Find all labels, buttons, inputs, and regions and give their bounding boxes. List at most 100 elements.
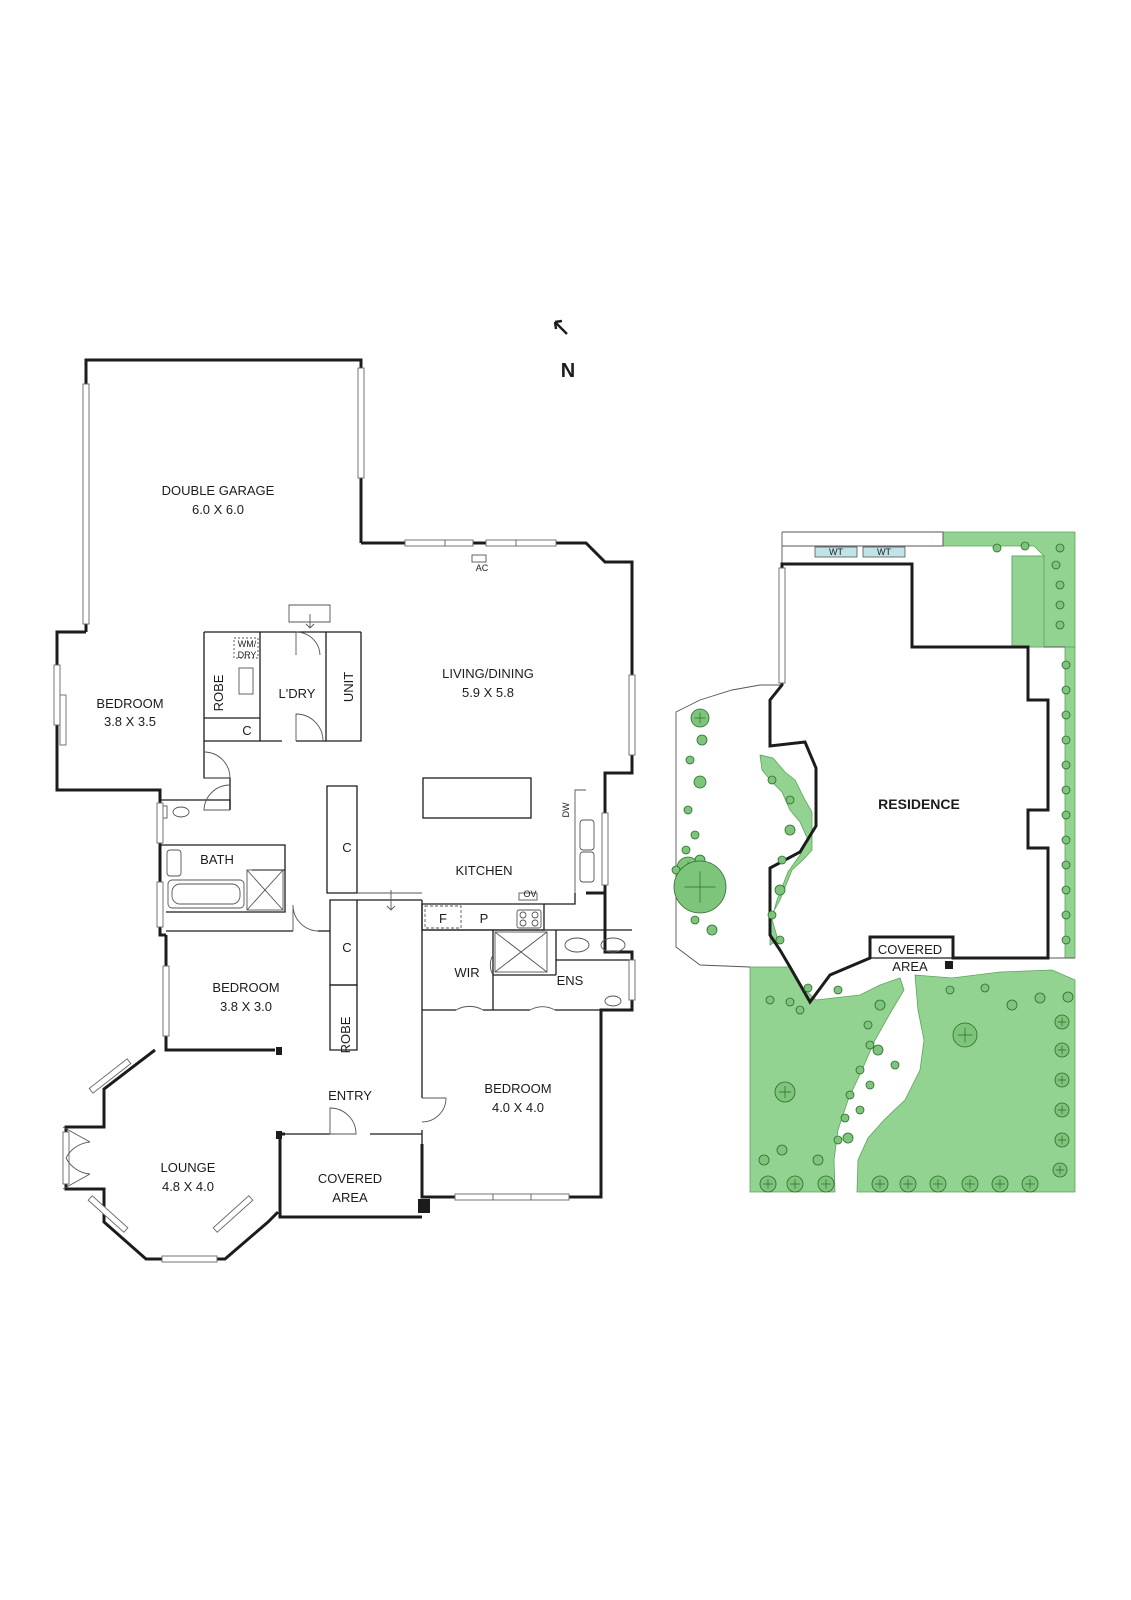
bedroom-west-size: 3.8 X 3.5 xyxy=(104,714,156,729)
tree-icon xyxy=(690,830,700,840)
tree-icon xyxy=(1055,543,1065,553)
tree-icon xyxy=(1006,999,1018,1011)
tree-icon xyxy=(1062,991,1074,1003)
robe-west-label: ROBE xyxy=(211,674,226,711)
tree-icon xyxy=(1061,935,1071,945)
tree-icon xyxy=(812,1154,824,1166)
tree-branch-icon xyxy=(933,1179,943,1189)
covered-area-label: COVERED xyxy=(318,1171,382,1186)
tree-icon xyxy=(1055,580,1065,590)
tree-icon xyxy=(1061,685,1071,695)
tree-branch-icon xyxy=(1057,1105,1067,1115)
tree-icon xyxy=(865,1040,875,1050)
tree-icon xyxy=(765,995,775,1005)
tree-icon xyxy=(1061,835,1071,845)
tree-branch-icon xyxy=(965,1179,975,1189)
fridge-label: F xyxy=(439,911,447,926)
tree-icon xyxy=(785,997,795,1007)
tree-icon xyxy=(1061,760,1071,770)
ov-label: OV xyxy=(523,889,536,899)
tree-icon xyxy=(842,1132,854,1144)
double-garage-size: 6.0 X 6.0 xyxy=(192,502,244,517)
tree-icon xyxy=(1034,992,1046,1004)
unit-label: UNIT xyxy=(341,672,356,702)
bedroom-mid-label: BEDROOM xyxy=(212,980,279,995)
bath-label: BATH xyxy=(200,852,234,867)
tree-branch-icon xyxy=(694,712,706,724)
tree-branch-icon xyxy=(763,1179,773,1189)
covered-area-label-2: AREA xyxy=(332,1190,368,1205)
tree-icon xyxy=(833,1135,843,1145)
tree-icon xyxy=(865,1080,875,1090)
tree-icon xyxy=(693,775,707,789)
tree-branch-icon xyxy=(1057,1135,1067,1145)
dw-label: DW xyxy=(561,802,571,817)
tree-icon xyxy=(767,910,777,920)
entry-label: ENTRY xyxy=(328,1088,372,1103)
tree-branch-icon xyxy=(684,871,716,903)
tree-icon xyxy=(845,1090,855,1100)
kitchen-label: KITCHEN xyxy=(455,863,512,878)
tree-icon xyxy=(795,1005,805,1015)
tree-branch-icon xyxy=(875,1179,885,1189)
floor-plan xyxy=(53,358,636,1263)
tree-icon xyxy=(758,1154,770,1166)
tree-branch-icon xyxy=(790,1179,800,1189)
tree-icon xyxy=(1055,620,1065,630)
tree-icon xyxy=(1061,785,1071,795)
tree-icon xyxy=(1061,735,1071,745)
lounge-label: LOUNGE xyxy=(161,1160,216,1175)
tree-icon xyxy=(1061,910,1071,920)
compass-label: N xyxy=(561,360,575,382)
wir-label: WIR xyxy=(454,965,479,980)
bedroom-east-label: BEDROOM xyxy=(484,1081,551,1096)
c-upper-label: C xyxy=(342,840,351,855)
ac-label: AC xyxy=(476,563,489,573)
tree-icon xyxy=(1051,560,1061,570)
living-dining-size: 5.9 X 5.8 xyxy=(462,685,514,700)
tree-icon xyxy=(890,1060,900,1070)
tree-icon xyxy=(1061,810,1071,820)
tree-branch-icon xyxy=(1057,1017,1067,1027)
bedroom-west-label: BEDROOM xyxy=(96,696,163,711)
tree-icon xyxy=(690,915,700,925)
tree-icon xyxy=(855,1105,865,1115)
tree-icon xyxy=(785,795,795,805)
tree-icon xyxy=(1061,885,1071,895)
tree-icon xyxy=(777,855,787,865)
tree-icon xyxy=(1055,600,1065,610)
site-covered-area-label: COVERED xyxy=(878,942,942,957)
dry-label: DRY xyxy=(238,650,257,660)
c-lower-label: C xyxy=(342,940,351,955)
tree-icon xyxy=(683,805,693,815)
tree-icon xyxy=(855,1065,865,1075)
bedroom-mid-size: 3.8 X 3.0 xyxy=(220,999,272,1014)
tree-icon xyxy=(863,1020,873,1030)
tree-icon xyxy=(803,983,813,993)
residence-label: RESIDENCE xyxy=(878,796,960,812)
water-tank-1-label: WT xyxy=(829,547,843,557)
tree-icon xyxy=(784,824,796,836)
double-garage-label: DOUBLE GARAGE xyxy=(162,483,275,498)
tree-icon xyxy=(840,1113,850,1123)
living-dining-label: LIVING/DINING xyxy=(442,666,534,681)
tree-icon xyxy=(1020,541,1030,551)
north-arrow-icon xyxy=(553,319,568,335)
tree-icon xyxy=(1061,710,1071,720)
site-covered-area-label-2: AREA xyxy=(892,959,928,974)
bedroom-east-size: 4.0 X 4.0 xyxy=(492,1100,544,1115)
tree-icon xyxy=(872,1044,884,1056)
water-tank-2-label: WT xyxy=(877,547,891,557)
tree-icon xyxy=(1061,860,1071,870)
wm-label: WM/ xyxy=(238,639,257,649)
tree-icon xyxy=(706,924,718,936)
tree-icon xyxy=(681,845,691,855)
lounge-size: 4.8 X 4.0 xyxy=(162,1179,214,1194)
tree-icon xyxy=(685,755,695,765)
tree-icon xyxy=(775,935,785,945)
tree-icon xyxy=(874,999,886,1011)
tree-icon xyxy=(945,985,955,995)
tree-branch-icon xyxy=(995,1179,1005,1189)
tree-branch-icon xyxy=(957,1027,973,1043)
